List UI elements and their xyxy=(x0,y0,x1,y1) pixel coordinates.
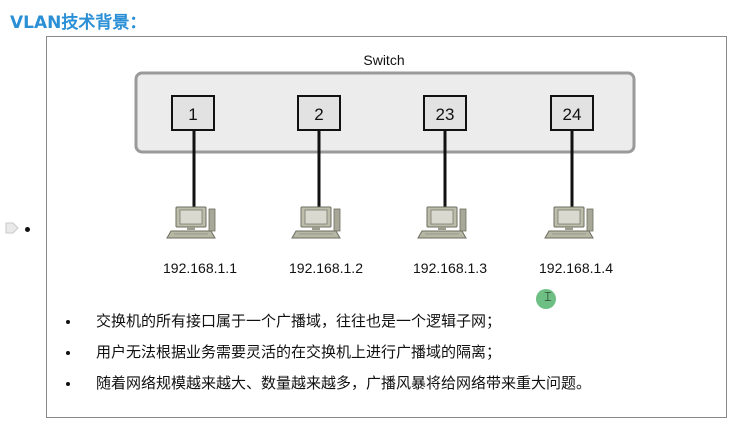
port-2-label: 2 xyxy=(314,105,323,124)
list-item: 用户无法根据业务需要灵活的在交换机上进行广播域的隔离； xyxy=(66,337,726,368)
computer-icon xyxy=(291,206,341,239)
slide-bullet-dot xyxy=(25,227,30,232)
ip-label-4: 192.168.1.4 xyxy=(539,260,613,276)
speaker-icon[interactable] xyxy=(5,221,19,235)
cursor-highlight xyxy=(536,289,556,309)
computer-icon xyxy=(417,206,467,239)
bullet-dot xyxy=(66,382,70,386)
list-item: 随着网络规模越来越大、数量越来越多，广播风暴将给网络带来重大问题。 xyxy=(66,368,726,399)
bullet-dot xyxy=(66,320,70,324)
computer-icon xyxy=(166,206,216,239)
port-24 xyxy=(550,95,594,131)
list-item: 交换机的所有接口属于一个广播域，往往也是一个逻辑子网； xyxy=(66,306,726,337)
page-title: VLAN技术背景： xyxy=(10,13,147,33)
switch-label: Switch xyxy=(363,52,404,68)
bullet-dot xyxy=(66,351,70,355)
port-23-label: 23 xyxy=(436,105,455,124)
bullet-text: 随着网络规模越来越大、数量越来越多，广播风暴将给网络带来重大问题。 xyxy=(96,374,592,392)
bullet-list: 交换机的所有接口属于一个广播域，往往也是一个逻辑子网； 用户无法根据业务需要灵活… xyxy=(66,306,726,399)
switch-box xyxy=(134,71,636,154)
port-23 xyxy=(423,95,467,131)
computer-icon xyxy=(544,206,594,239)
ip-label-3: 192.168.1.3 xyxy=(413,260,487,276)
port-24-label: 24 xyxy=(563,105,582,124)
port-1-label: 1 xyxy=(188,105,197,124)
bullet-text: 交换机的所有接口属于一个广播域，往往也是一个逻辑子网； xyxy=(96,312,502,330)
port-1 xyxy=(171,95,215,131)
ip-label-2: 192.168.1.2 xyxy=(289,260,363,276)
cursor-icon: ⌶ xyxy=(544,290,552,305)
ip-label-1: 192.168.1.1 xyxy=(163,260,237,276)
bullet-text: 用户无法根据业务需要灵活的在交换机上进行广播域的隔离； xyxy=(96,343,502,361)
port-2 xyxy=(297,95,341,131)
